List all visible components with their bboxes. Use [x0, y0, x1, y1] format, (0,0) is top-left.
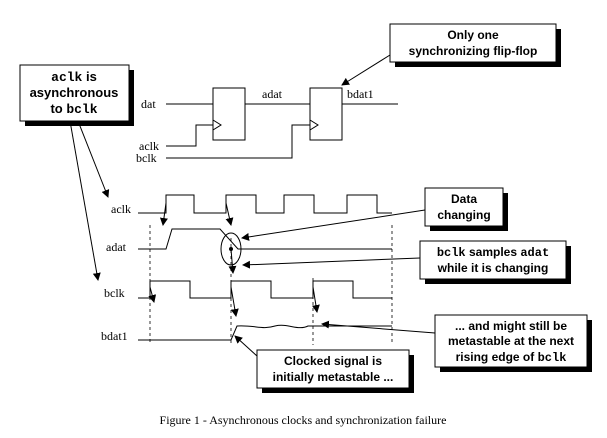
label-aclk-input: aclk — [139, 139, 159, 153]
callout-still-meta-line2: metastable at the next — [448, 334, 574, 348]
callout-data-changing-line2: changing — [437, 208, 490, 222]
sampling-dot — [229, 247, 233, 251]
sampling-ellipse — [220, 232, 242, 266]
callout-still-meta-line1: ... and might still be — [455, 319, 567, 333]
callout-bclk-samples-line1: bclk samples adat — [437, 245, 549, 260]
wave-label-bclk: bclk — [104, 286, 125, 300]
callout-clocked-box — [256, 349, 410, 389]
edge-arrow-aclk-1 — [159, 202, 168, 226]
ff1-clock-triangle — [212, 119, 222, 131]
callout-still-meta-line3: rising edge of bclk — [456, 350, 567, 365]
callout-one-ff-line2: synchronizing flip-flop — [409, 44, 538, 58]
callout-bclk-samples-line2: while it is changing — [437, 261, 549, 275]
callout-clocked-line2: initially metastable ... — [273, 370, 394, 384]
arrow-still-meta — [321, 320, 436, 334]
edge-arrow-aclk-2 — [225, 202, 234, 226]
callout-one-ff-box — [389, 23, 557, 63]
arrow-async-bclk — [69, 120, 101, 281]
callout-async-line3: to bclk — [50, 101, 97, 117]
callout-async-box — [19, 64, 130, 122]
sampling-arrow — [228, 248, 237, 274]
wire-aclk — [166, 124, 213, 147]
waveform-bdat1 — [138, 324, 392, 341]
wave-label-aclk: aclk — [111, 202, 131, 216]
wave-label-bdat1: bdat1 — [101, 329, 128, 343]
wave-label-adat: adat — [106, 240, 127, 254]
waveform-adat — [138, 228, 392, 250]
ff2-clock-triangle — [309, 119, 319, 131]
arrow-data-changing — [241, 209, 426, 241]
callout-data-changing-box — [424, 187, 504, 227]
callout-still-meta-box — [434, 314, 588, 368]
figure-caption: Figure 1 - Asynchronous clocks and synch… — [160, 413, 447, 427]
waveform-bclk — [138, 280, 392, 299]
arrow-async-aclk — [77, 120, 110, 198]
wire-bclk — [166, 124, 310, 159]
label-dat: dat — [141, 97, 156, 111]
label-bdat1-net: bdat1 — [347, 87, 374, 101]
edge-arrow-bclk-3 — [311, 286, 320, 313]
arrow-one-ff — [341, 54, 391, 86]
callout-one-ff-line1: Only one — [447, 28, 499, 42]
callout-data-changing-line1: Data — [451, 192, 477, 206]
flip-flop-2 — [309, 87, 343, 141]
edge-arrow-bclk-2 — [230, 286, 239, 317]
label-adat-net: adat — [262, 87, 283, 101]
callout-clocked-line1: Clocked signal is — [284, 354, 382, 368]
callout-async-line1: aclk is — [51, 69, 97, 85]
label-bclk-input: bclk — [136, 151, 157, 165]
flip-flop-1 — [212, 87, 246, 141]
callout-bclk-samples-box — [419, 240, 567, 280]
edge-arrow-bclk-1 — [148, 286, 157, 303]
callout-async-line2: asynchronous — [30, 85, 119, 100]
waveform-aclk — [138, 194, 392, 214]
arrow-clocked — [234, 335, 258, 357]
arrow-bclk-samples — [242, 257, 421, 269]
